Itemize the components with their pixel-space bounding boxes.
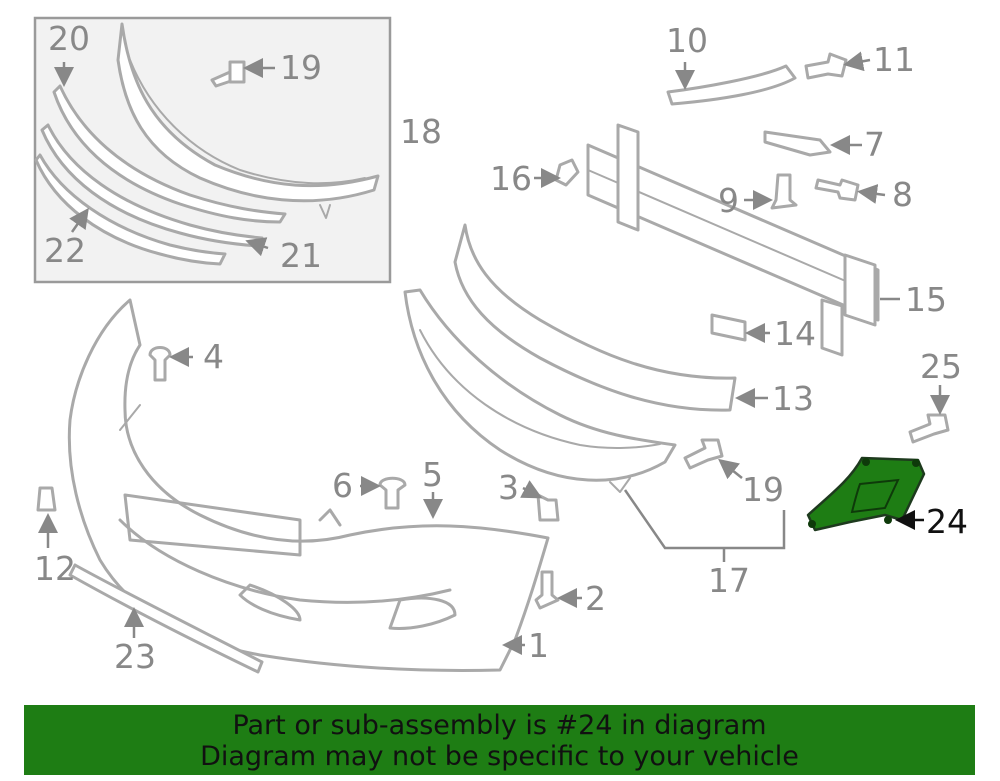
callout-16: 16 [490,159,532,198]
callout-10: 10 [666,21,708,60]
callout-23: 23 [114,637,156,676]
banner-line-2: Diagram may not be specific to your vehi… [200,741,799,772]
callout-labels: 20 19 18 22 21 10 11 7 16 9 8 15 14 13 4… [34,19,968,676]
callout-17: 17 [708,561,750,600]
callout-6: 6 [332,466,353,505]
pad-14 [710,313,747,342]
callout-11: 11 [873,40,915,79]
callout-13: 13 [772,379,814,418]
callout-22: 22 [44,231,86,270]
fasteners [36,52,950,610]
bumper-cover [67,298,550,672]
lower-grille-17 [403,288,677,493]
bracket-7 [763,130,832,157]
bumper-reinforcement [586,123,880,357]
callout-12: 12 [34,549,76,588]
callout-20: 20 [48,19,90,58]
bracket-10 [666,64,797,106]
callout-5: 5 [422,455,443,494]
callout-14: 14 [774,314,816,353]
callout-19-right: 19 [742,470,784,509]
callout-1: 1 [528,626,549,665]
callout-18: 18 [400,112,442,151]
callout-21: 21 [280,236,322,275]
part-info-banner: Part or sub-assembly is #24 in diagram D… [24,705,975,775]
exploded-parts-diagram: 20 19 18 22 21 10 11 7 16 9 8 15 14 13 4… [33,16,968,676]
callout-8: 8 [892,175,913,214]
lower-molding [68,563,264,674]
leader-lines [38,51,950,655]
banner-line-1: Part or sub-assembly is #24 in diagram [232,710,767,741]
callout-24: 24 [926,502,968,541]
callout-15: 15 [905,280,947,319]
callout-19-top: 19 [280,48,322,87]
callout-4: 4 [203,337,224,376]
callout-9: 9 [718,181,739,220]
callout-2: 2 [585,579,606,618]
callout-3: 3 [498,468,519,507]
grille-assembly-inset [33,16,392,284]
callout-7: 7 [864,125,885,164]
callout-25: 25 [920,347,962,386]
energy-absorber [453,223,737,412]
